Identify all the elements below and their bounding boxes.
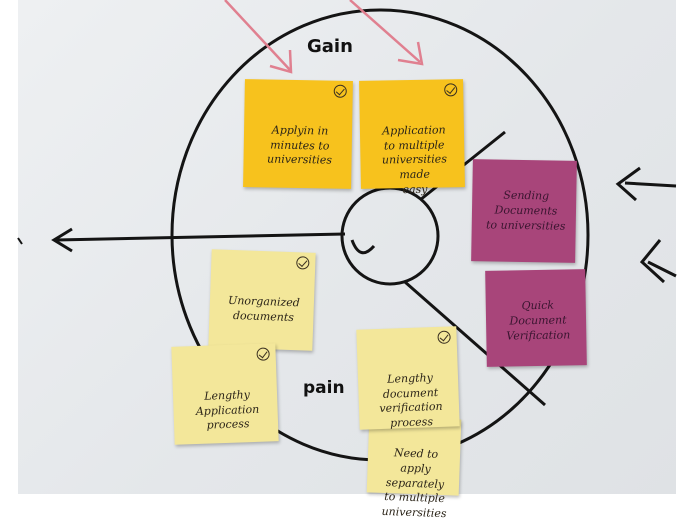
check-icon	[256, 347, 270, 361]
check-icon	[333, 84, 347, 98]
note-text: Need to apply separately to multiple uni…	[381, 446, 447, 521]
note-text: Lengthy document verification process	[379, 370, 443, 430]
check-icon	[444, 83, 458, 97]
note-text: Sending Documents to universities	[485, 188, 566, 233]
edge-tick	[17, 237, 23, 245]
pink-arrow-left	[224, 0, 293, 74]
sticky-note-purple-2: Quick Document Verification	[485, 269, 587, 367]
pink-arrow-right	[349, 0, 424, 66]
divider-lower-right	[404, 280, 546, 407]
face-circle	[340, 186, 440, 286]
sticky-note-pain-3: Lengthy document verification process	[356, 326, 460, 430]
note-text: Lengthy Application process	[195, 387, 260, 433]
note-text: Applyin in minutes to universities	[266, 123, 333, 167]
right-arrow-lower	[639, 239, 677, 284]
sticky-note-gain-2: Application to multiple universities mad…	[359, 79, 465, 196]
note-text: Unorganized documents	[227, 293, 301, 324]
sticky-note-gain-1: Applyin in minutes to universities	[243, 79, 353, 189]
sticky-note-pain-2: Lengthy Application process	[171, 343, 279, 445]
note-text: Application to multiple universities mad…	[381, 123, 448, 197]
smile-stroke	[350, 239, 376, 255]
check-icon	[296, 256, 310, 270]
gain-label: Gain	[307, 36, 353, 57]
pain-label: pain	[303, 378, 345, 398]
check-icon	[437, 330, 451, 344]
right-arrow-upper	[615, 166, 677, 202]
marker-drawing	[17, 0, 677, 462]
note-text: Quick Document Verification	[506, 298, 571, 343]
left-line	[55, 232, 346, 242]
sticky-note-purple-1: Sending Documents to universities	[471, 159, 577, 263]
left-arrowhead	[51, 227, 73, 253]
sticky-note-pain-1: Unorganized documents	[208, 249, 316, 351]
